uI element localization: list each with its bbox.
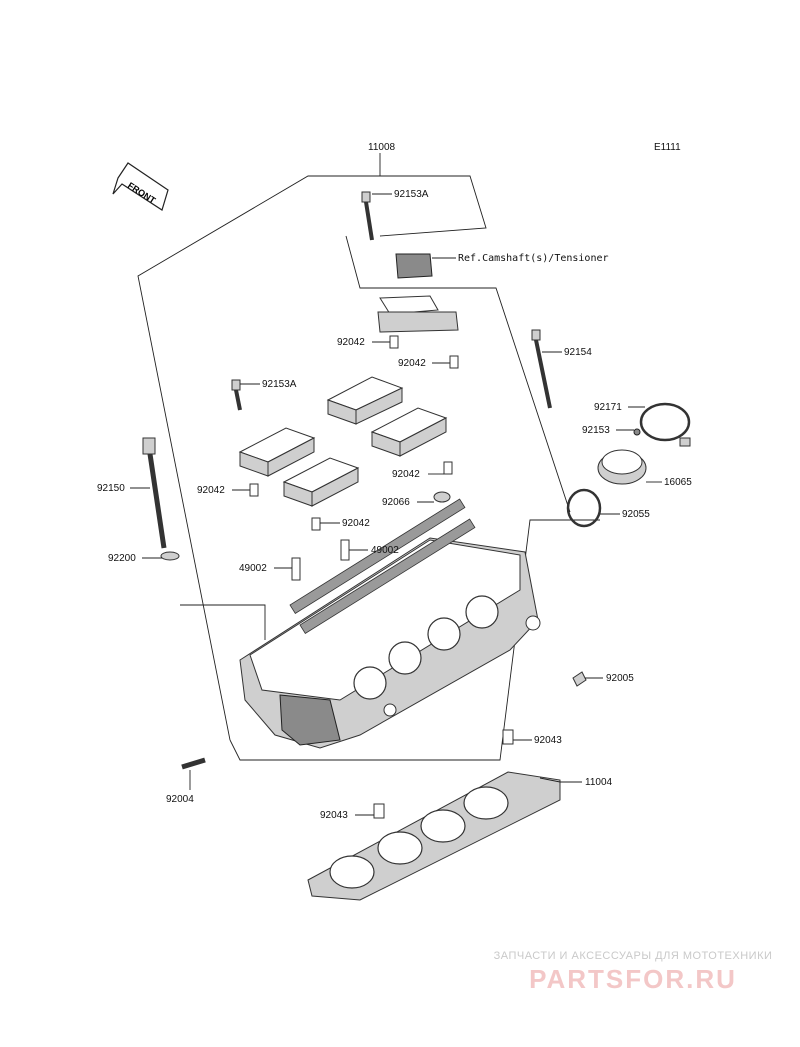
diagram-code: E1111 [654,142,681,153]
label-49002-a: 49002 [371,545,399,556]
label-92153: 92153 [582,425,610,436]
label-92043-b: 92043 [320,810,348,821]
label-92150: 92150 [97,483,125,494]
label-92042-a: 92042 [337,337,365,348]
label-92154: 92154 [564,347,592,358]
label-92042-c: 92042 [197,485,225,496]
label-16065: 16065 [664,477,692,488]
assembly-bracket [137,153,600,761]
bolts [142,191,587,819]
label-92066: 92066 [382,497,410,508]
label-49002-b: 49002 [239,563,267,574]
part-labels: 11008 92153A Ref.Camshaft(s)/Tensioner 9… [97,142,692,821]
ref-camshaft-note: Ref.Camshaft(s)/Tensioner [458,253,609,264]
watermark: ЗАПЧАСТИ И АКСЕССУАРЫ ДЛЯ МОТОТЕХНИКИ PA… [483,950,783,995]
label-92042-b: 92042 [398,358,426,369]
label-92171: 92171 [594,402,622,413]
holder-assembly [566,402,691,528]
head-gasket [307,771,561,901]
label-11004: 11004 [585,777,613,788]
label-92042-e: 92042 [342,518,370,529]
label-92004: 92004 [166,794,194,805]
label-92153a-top: 92153A [394,189,429,200]
label-92153a-left: 92153A [262,379,297,390]
front-arrow-icon: FRONT [112,162,169,211]
label-92042-d: 92042 [392,469,420,480]
watermark-brand: PARTSFOR.RU [529,964,737,994]
label-92200: 92200 [108,553,136,564]
label-92043-a: 92043 [534,735,562,746]
label-92005: 92005 [606,673,634,684]
cylinder-head [239,498,541,749]
label-92055: 92055 [622,509,650,520]
label-11008: 11008 [368,142,396,153]
leader-lines [130,193,662,816]
watermark-tagline: ЗАПЧАСТИ И АКСЕССУАРЫ ДЛЯ МОТОТЕХНИКИ [493,950,773,962]
camshaft-holders [238,253,459,507]
